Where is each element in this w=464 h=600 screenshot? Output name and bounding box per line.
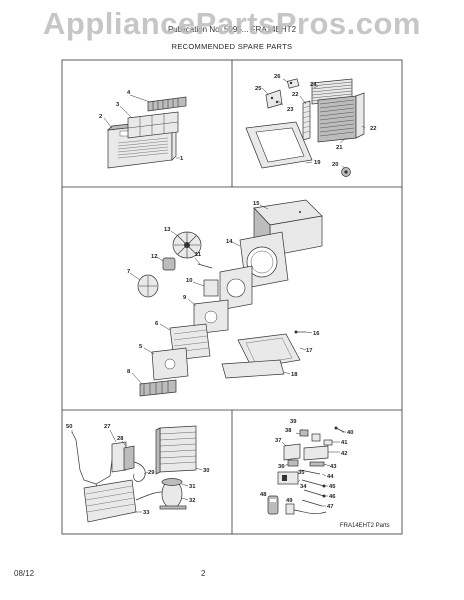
footer-page-number: 2 [201, 569, 206, 578]
callout-31: 31 [189, 484, 196, 490]
callout-38: 38 [285, 428, 292, 434]
callout-33: 33 [143, 510, 150, 516]
callout-28: 28 [117, 436, 124, 442]
panel-middle: 15 13 14 12 11 7 10 9 6 5 8 16 17 18 [127, 199, 323, 397]
panel-caption: FRA14EHT2 Parts [340, 523, 390, 529]
callout-22b: 22 [370, 126, 376, 132]
callout-13: 13 [164, 227, 171, 233]
callout-16: 16 [313, 331, 320, 337]
callout-20: 20 [332, 162, 338, 168]
callout-10: 10 [186, 278, 192, 284]
callout-32: 32 [189, 498, 195, 504]
panel-top-left: 4 3 2 1 [99, 90, 187, 169]
callout-37: 37 [275, 438, 281, 444]
callout-35: 35 [298, 470, 305, 476]
callout-3: 3 [116, 102, 120, 108]
callout-29: 29 [148, 470, 155, 476]
callout-8: 7 [127, 269, 130, 275]
callout-42: 42 [341, 451, 347, 457]
callout-17: 17 [306, 348, 312, 354]
callout-18: 18 [291, 372, 298, 378]
callout-30: 30 [203, 468, 209, 474]
callout-26: 25 [255, 86, 262, 92]
callout-19: 19 [314, 160, 321, 166]
callout-47: 47 [327, 504, 333, 510]
page-subtitle: RECOMMENDED SPARE PARTS [171, 42, 293, 51]
panel-bottom-right: 39 38 40 41 37 42 43 36 44 34 35 45 46 4… [260, 419, 390, 529]
callout-1: 1 [180, 156, 184, 162]
callout-7: 6 [155, 321, 159, 327]
callout-46: 46 [329, 494, 336, 500]
panel-bottom-left: 50 27 28 29 30 31 32 33 [66, 424, 209, 523]
callout-36: 36 [278, 464, 285, 470]
callout-40: 40 [347, 430, 353, 436]
callout-11: 11 [195, 252, 202, 258]
callout-23: 23 [287, 107, 294, 113]
callout-4: 4 [127, 90, 131, 96]
callout-43: 43 [330, 464, 337, 470]
panel-top-right: 26 25 23 22 24 22 21 19 20 [245, 74, 376, 177]
callout-22a: 22 [292, 92, 298, 98]
header-fragment: Publication No. 5995... FRA14EHT2 [167, 25, 297, 34]
callout-25: 26 [274, 74, 281, 80]
callout-50: 50 [66, 424, 72, 430]
callout-27: 27 [104, 424, 110, 430]
callout-48: 48 [260, 492, 267, 498]
callout-15: 15 [253, 201, 260, 207]
callout-39: 39 [290, 419, 297, 425]
callout-49: 49 [286, 498, 293, 504]
callout-44: 44 [327, 474, 334, 480]
callout-34: 34 [300, 484, 307, 490]
callout-6: 5 [139, 344, 143, 350]
callout-14: 14 [226, 239, 233, 245]
callout-21: 21 [336, 145, 343, 151]
callout-2: 2 [99, 114, 102, 120]
callout-12: 12 [151, 254, 157, 260]
callout-41: 41 [341, 440, 348, 446]
callout-45: 45 [329, 484, 336, 490]
footer-date: 08/12 [14, 569, 35, 578]
callout-24: 24 [310, 82, 317, 88]
callout-9: 9 [183, 295, 187, 301]
callout-5: 8 [127, 369, 131, 375]
